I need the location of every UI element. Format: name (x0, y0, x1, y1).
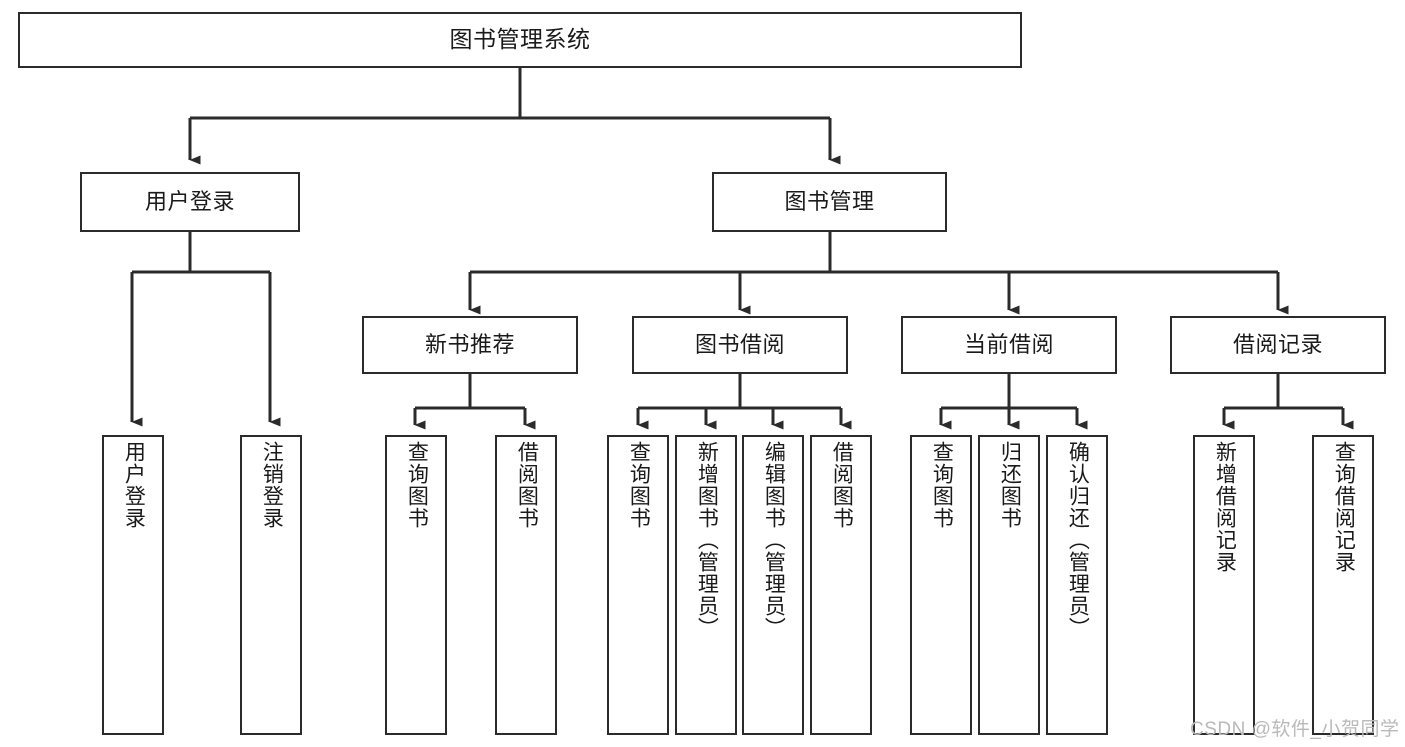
node-label: 当前借阅 (963, 332, 1054, 358)
node-label: 查询借阅记录 (1332, 441, 1356, 573)
node-label: 借阅记录 (1232, 332, 1323, 358)
node-label: 图书管理系统 (449, 26, 591, 53)
node-leaf-logout-login[interactable]: 注销登录 (240, 435, 302, 735)
node-leaf-query-book-borrow[interactable]: 查询图书 (607, 435, 669, 735)
node-label: 编辑图书（管理员） (762, 441, 786, 639)
node-root-book-management-system[interactable]: 图书管理系统 (18, 12, 1022, 68)
node-leaf-add-book[interactable]: 新增图书（管理员） (675, 435, 737, 735)
node-leaf-add-borrow-record[interactable]: 新增借阅记录 (1193, 435, 1255, 735)
node-label: 图书借阅 (694, 332, 785, 358)
node-leaf-borrow-book-recommend[interactable]: 借阅图书 (495, 435, 557, 735)
csdn-watermark: CSDN @软件_小贺同学 (1190, 719, 1400, 740)
node-label: 用户登录 (122, 441, 146, 529)
node-leaf-user-login[interactable]: 用户登录 (102, 435, 164, 735)
node-label: 新增图书（管理员） (695, 441, 719, 639)
node-leaf-query-borrow-record[interactable]: 查询借阅记录 (1312, 435, 1374, 735)
node-label: 查询图书 (627, 441, 651, 529)
node-label: 借阅图书 (830, 441, 854, 529)
node-new-book-recommend[interactable]: 新书推荐 (362, 316, 578, 374)
node-user-login[interactable]: 用户登录 (80, 172, 300, 232)
node-label: 查询图书 (930, 441, 954, 529)
node-label: 借阅图书 (515, 441, 539, 529)
node-label: 新增借阅记录 (1213, 441, 1237, 573)
node-leaf-query-book-current[interactable]: 查询图书 (910, 435, 972, 735)
node-label: 确认归还（管理员） (1066, 441, 1090, 639)
node-leaf-edit-book[interactable]: 编辑图书（管理员） (742, 435, 804, 735)
node-borrow-record[interactable]: 借阅记录 (1170, 316, 1386, 374)
node-leaf-return-book[interactable]: 归还图书 (978, 435, 1040, 735)
node-label: 查询图书 (405, 441, 429, 529)
node-label: 用户登录 (144, 189, 235, 215)
node-leaf-confirm-return[interactable]: 确认归还（管理员） (1046, 435, 1108, 735)
node-book-borrow[interactable]: 图书借阅 (632, 316, 848, 374)
node-current-borrow[interactable]: 当前借阅 (901, 316, 1117, 374)
node-label: 新书推荐 (424, 332, 515, 358)
node-label: 注销登录 (260, 441, 284, 529)
node-label: 图书管理 (784, 189, 875, 215)
node-leaf-query-book-recommend[interactable]: 查询图书 (385, 435, 447, 735)
node-leaf-borrow-book[interactable]: 借阅图书 (810, 435, 872, 735)
node-label: 归还图书 (998, 441, 1022, 529)
node-book-management[interactable]: 图书管理 (712, 172, 947, 232)
